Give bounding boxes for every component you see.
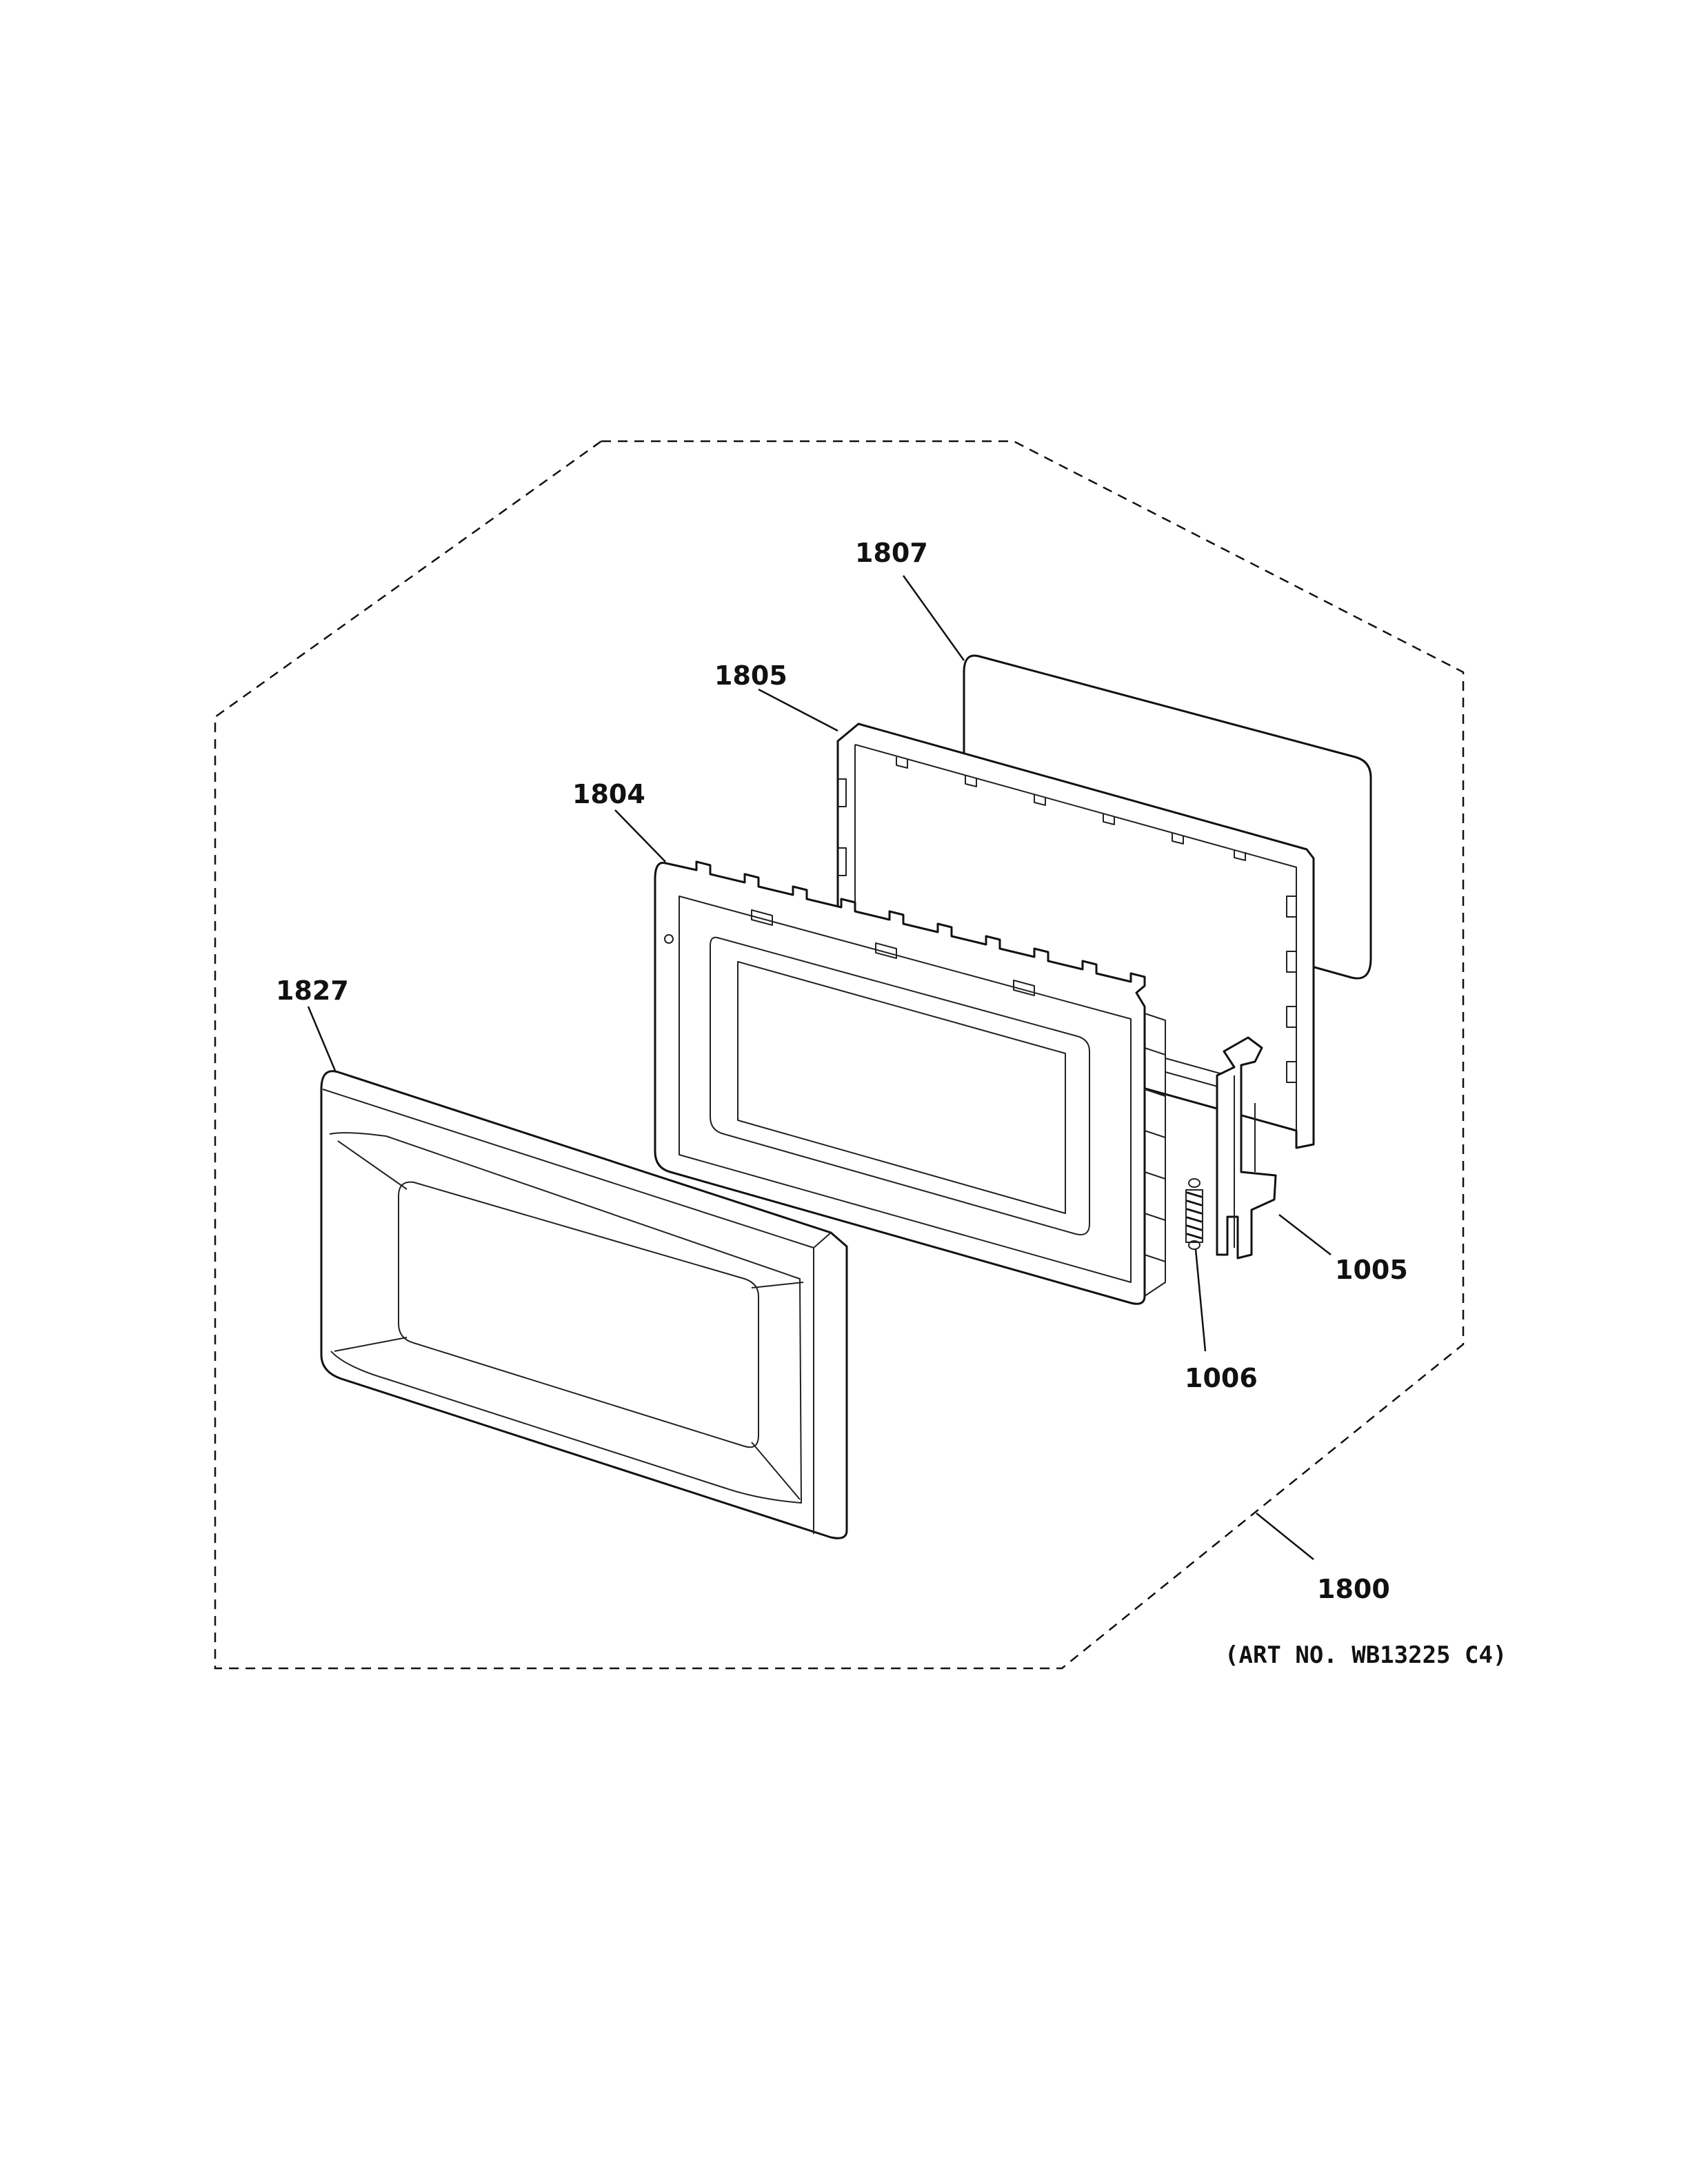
part-1827-door-frame[interactable] <box>320 1070 848 1539</box>
leader-1800 <box>1256 1513 1314 1560</box>
label-1807: 1807 <box>855 538 928 568</box>
leader-1827 <box>307 1006 336 1071</box>
part-1005-latch[interactable] <box>1216 1036 1277 1260</box>
part-1006-spring[interactable] <box>1185 1178 1203 1250</box>
label-1006: 1006 <box>1185 1363 1258 1393</box>
assembly-boundary <box>214 440 1465 1670</box>
leader-1804 <box>614 809 666 862</box>
label-1827: 1827 <box>276 975 349 1006</box>
label-1805: 1805 <box>714 660 787 691</box>
leader-1807 <box>902 575 965 661</box>
label-1005: 1005 <box>1335 1255 1408 1285</box>
label-1800: 1800 <box>1317 1574 1390 1604</box>
leader-1005 <box>1278 1214 1332 1255</box>
leader-1805 <box>758 688 838 732</box>
art-number: (ART NO. WB13225 C4) <box>1225 1641 1507 1669</box>
label-1804: 1804 <box>572 779 645 809</box>
part-1804-door-panel[interactable] <box>654 860 1166 1305</box>
leader-1006 <box>1194 1248 1207 1352</box>
